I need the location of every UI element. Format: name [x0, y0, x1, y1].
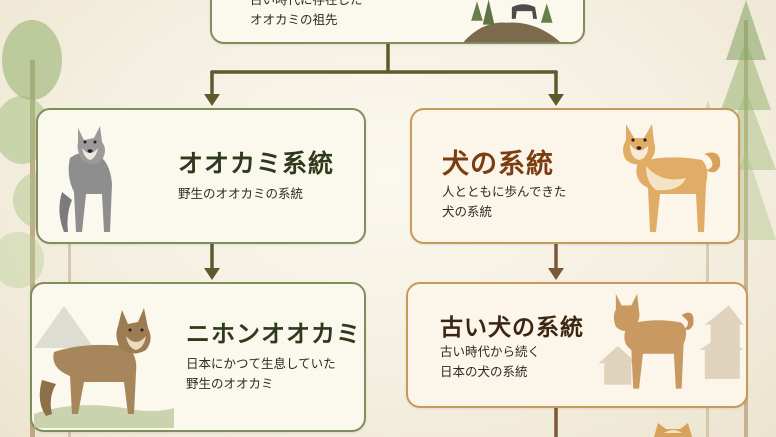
dog-lineage-card: 犬の系統 人とともに歩んできた 犬の系統 [410, 108, 740, 244]
ancient-dog-description: 古い時代から続く 日本の犬の系統 [440, 344, 541, 379]
ancestor-description-line1: 古い時代に存在した [250, 0, 363, 10]
japanese-wolf-description: 日本にかつて生息していた 野生のオオカミ [186, 356, 336, 391]
japanese-wolf-title: ニホンオオカミ [186, 320, 361, 348]
ancient-dog-illustration [598, 293, 744, 389]
ancient-dog-title: 古い犬の系統 [440, 315, 584, 341]
bottom-dog-illustration [654, 423, 692, 437]
ancestor-description-line2: オオカミの祖先 [250, 12, 338, 27]
wolf-lineage-title: オオカミ系統 [178, 149, 335, 178]
ancient-dog-card: 古い犬の系統 古い時代から続く 日本の犬の系統 [406, 282, 748, 408]
wolf-lineage-card: オオカミ系統 野生のオオカミの系統 [36, 108, 366, 244]
gray-wolf-illustration [59, 126, 112, 232]
japanese-wolf-illustration [34, 306, 174, 428]
dog-lineage-title: 犬の系統 [442, 149, 554, 180]
ancestor-card: 古い時代に存在した オオカミの祖先 [210, 0, 585, 44]
wolf-lineage-description: 野生のオオカミの系統 [178, 186, 304, 201]
dog-lineage-description: 人とともに歩んできた 犬の系統 [442, 184, 567, 219]
shiba-dog-illustration [623, 124, 721, 232]
japanese-wolf-card: ニホンオオカミ 日本にかつて生息していた 野生のオオカミ [30, 282, 366, 432]
ancestor-wolf-illustration [463, 0, 561, 43]
